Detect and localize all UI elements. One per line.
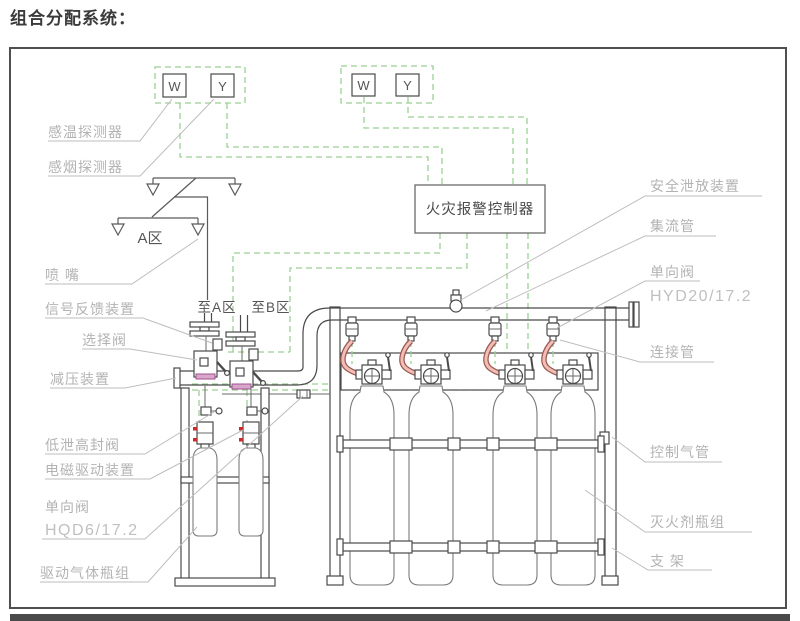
label-drive-cylinders: 驱动气体瓶组: [40, 565, 130, 581]
signal-feedback-device: [212, 338, 223, 351]
diagram-border: [9, 47, 787, 609]
page-title: 组合分配系统：: [10, 8, 136, 28]
zone-a-label: A区: [137, 230, 162, 247]
cylinder-rails: [326, 435, 619, 586]
label-check-valve-right: 单向阀: [650, 264, 695, 280]
label-check-valve-left: 单向阀: [45, 499, 90, 515]
smoke-detector-icon: [210, 73, 235, 98]
label-pressure-reducer: 减压装置: [50, 371, 110, 387]
label-signal-feedback: 信号反馈装置: [45, 301, 135, 317]
to-zone-b-label: 至B区: [251, 300, 290, 315]
rack-post: [180, 387, 190, 581]
temp-detector-icon: [351, 73, 376, 97]
label-smoke-detector: 感烟探测器: [48, 159, 123, 175]
rack-base: [174, 577, 276, 587]
left-annotations: 信号反馈装置 选择阀 减压装置 低泄高封阀 电磁驱动装置 单向阀 HQD6/17…: [40, 301, 304, 583]
label-bracket: 支 架: [650, 553, 685, 569]
manifold: [173, 289, 640, 389]
manifold-flange: [628, 301, 634, 328]
hqd-check-valve: [296, 389, 311, 399]
label-check-valve-model-right: HYD20/17.2: [650, 288, 752, 305]
valve-base: [231, 383, 252, 390]
detector-group-1-outline: [154, 66, 246, 104]
label-temp-detector: 感温探测器: [48, 124, 123, 140]
label-manifold: 集流管: [650, 218, 695, 234]
smoke-detector-letter: Y: [403, 78, 412, 93]
smoke-detector-letter: Y: [218, 79, 227, 94]
post-foot: [326, 575, 344, 586]
controller-label: 火灾报警控制器: [426, 201, 535, 218]
manifold-flange: [633, 301, 640, 328]
detector-group-2-outline: [340, 65, 434, 104]
valve-base: [195, 373, 216, 380]
drive-gas-control-line: [222, 389, 330, 399]
label-agent-cylinders: 灭火剂瓶组: [650, 514, 725, 530]
zone-piping: [110, 177, 243, 300]
label-safety-relief: 安全泄放装置: [650, 178, 740, 194]
rack-rail: [180, 476, 270, 484]
label-solenoid-drive: 电磁驱动装置: [45, 462, 135, 478]
label-connect-pipe: 连接管: [650, 344, 695, 360]
to-zone-a-label: 至A区: [197, 300, 236, 315]
temp-detector-icon: [162, 73, 187, 98]
post-foot: [601, 575, 619, 586]
label-control-pipe: 控制气管: [650, 444, 710, 460]
detector-pair-2: W Y: [351, 73, 420, 97]
label-selector-valve: 选择阀: [82, 332, 127, 348]
footer-bar: [10, 614, 790, 621]
temp-detector-letter: W: [168, 79, 181, 94]
drive-gas-cylinder: [192, 385, 223, 537]
detector-pair-1: W Y: [162, 73, 235, 98]
label-nozzle: 喷 嘴: [45, 267, 80, 283]
selector-valve-b: [225, 315, 267, 390]
temp-detector-letter: W: [357, 78, 370, 93]
right-annotations: 安全泄放装置 集流管 单向阀 HYD20/17.2 连接管 控制气管 灭火剂瓶组…: [458, 178, 762, 571]
label-check-valve-model-left: HQD6/17.2: [45, 522, 139, 539]
selector-valve-a: [189, 313, 231, 380]
fire-alarm-controller: 火灾报警控制器: [414, 184, 546, 234]
safety-relief-device: [449, 289, 463, 313]
label-low-leak-valve: 低泄高封阀: [45, 437, 120, 453]
signal-feedback-device: [248, 348, 259, 361]
smoke-detector-icon: [395, 73, 420, 97]
